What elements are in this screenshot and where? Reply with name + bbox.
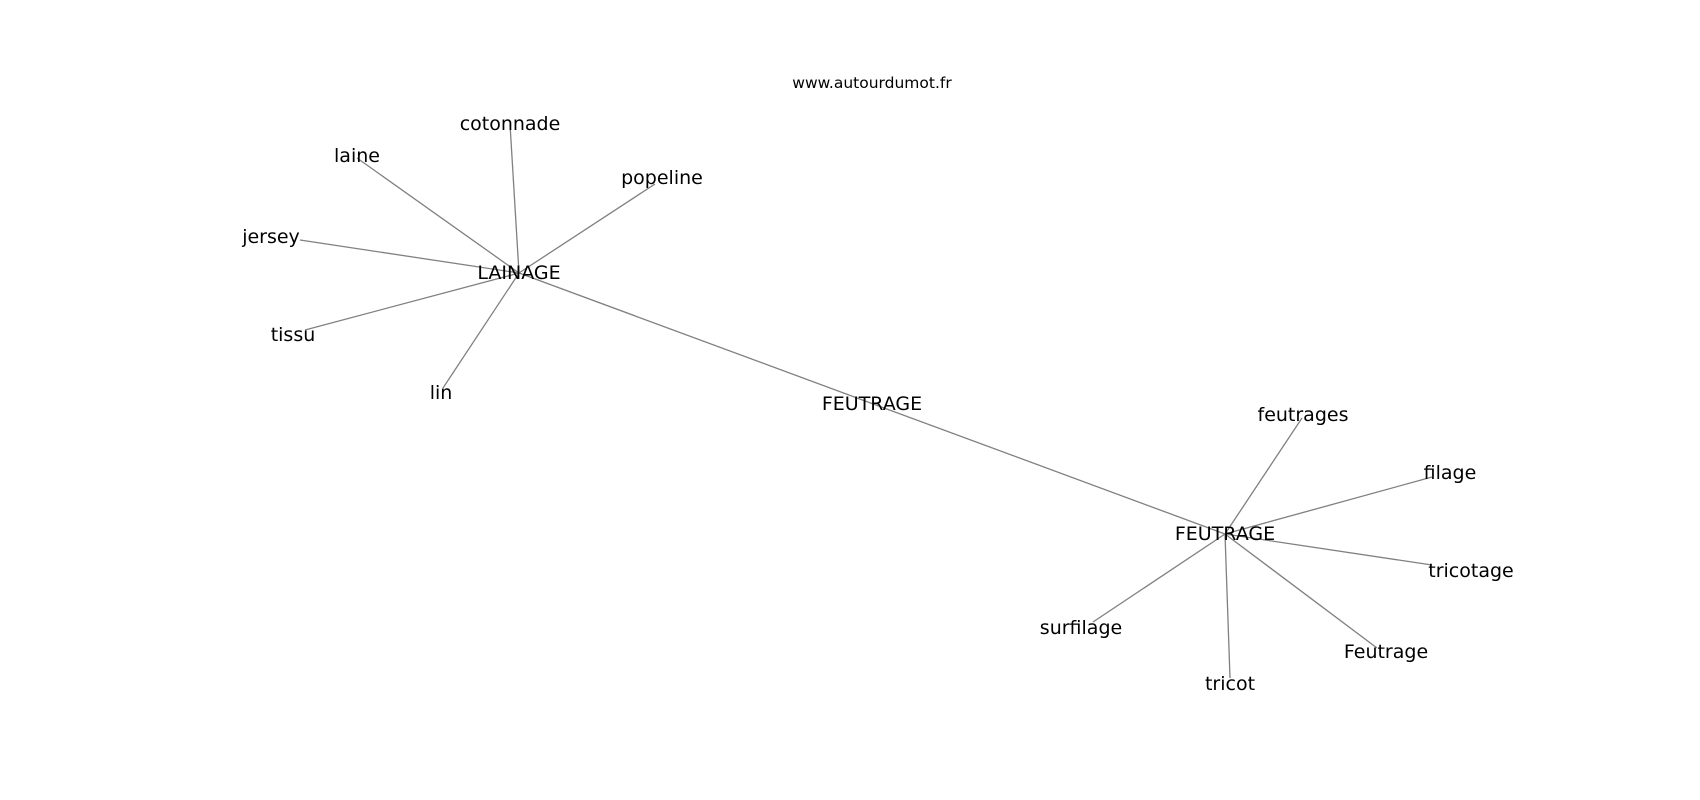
graph-edges: [299, 123, 1433, 679]
node-label-lin: lin: [430, 382, 453, 404]
node-label-tricotage: tricotage: [1428, 560, 1513, 582]
node-label-jersey: jersey: [241, 226, 300, 248]
edge-lainage-jersey: [299, 239, 520, 274]
node-label-popeline: popeline: [621, 167, 703, 189]
source-watermark: www.autourdumot.fr: [792, 74, 952, 92]
node-label-surfilage: surfilage: [1040, 617, 1122, 639]
node-label-feutrages: feutrages: [1258, 404, 1349, 426]
edge-lainage-popeline: [518, 183, 656, 274]
edge-lainage-tissu: [304, 272, 520, 331]
node-label-feutrage_hub: FEUTRAGE: [1175, 523, 1275, 545]
edge-feutrage_hub-filage: [1224, 476, 1433, 535]
node-label-cotonnade: cotonnade: [460, 113, 561, 135]
edge-lainage-laine: [356, 157, 520, 274]
edge-lainage-feutrage_hub: [518, 272, 1226, 535]
node-label-tricot: tricot: [1205, 673, 1255, 695]
node-label-tissu: tissu: [271, 324, 316, 346]
edge-feutrage_hub-feutrages: [1224, 417, 1303, 535]
graph-node-labels: FEUTRAGE LAINAGE FEUTRAGE cotonnade laine pop…: [241, 113, 1514, 695]
node-label-laine: laine: [334, 145, 380, 167]
edge-feutrage_hub-tricotage: [1224, 533, 1433, 566]
edge-lainage-cotonnade: [509, 123, 520, 274]
edge-feutrage_hub-surfilage: [1092, 533, 1226, 623]
node-label-feutrage_cap: Feutrage: [1344, 641, 1428, 663]
node-label-filage: filage: [1424, 462, 1477, 484]
node-label-center: FEUTRAGE: [822, 393, 922, 415]
edge-lainage-lin: [442, 272, 520, 389]
node-label-lainage: LAINAGE: [477, 262, 560, 284]
edge-feutrage_hub-feutrage_cap: [1224, 533, 1378, 649]
edge-feutrage_hub-tricot: [1224, 533, 1231, 679]
